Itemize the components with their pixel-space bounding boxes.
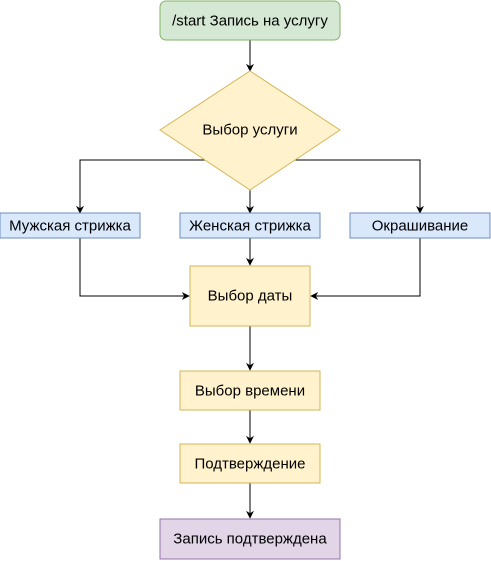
node-coloring: Окрашивание — [349, 212, 491, 239]
node-coloring-box — [349, 212, 491, 239]
edge-coloring-to-choose-date — [310, 238, 421, 300]
node-choose-service: Выбор услуги — [159, 70, 341, 191]
node-choose-date-label: Выбор даты — [208, 288, 293, 305]
node-start-label: /start Запись на услугу — [172, 13, 328, 30]
node-booking-confirmed-box — [159, 518, 341, 560]
node-mens-haircut-box — [0, 212, 141, 239]
node-start-box — [159, 0, 341, 41]
node-confirmation-label: Подтверждение — [194, 456, 305, 473]
edge-choose-service-to-mens-haircut — [76, 159, 210, 214]
edge-choose-service-to-coloring — [290, 159, 424, 214]
node-confirmation-box — [179, 443, 321, 484]
node-booking-confirmed: Запись подтверждена — [159, 518, 341, 560]
edge-mens-haircut-to-choose-date — [79, 238, 190, 300]
edges — [76, 40, 424, 519]
node-confirmation: Подтверждение — [179, 443, 321, 484]
node-womens-haircut: Женская стрижка — [179, 212, 321, 239]
node-choose-time: Выбор времени — [179, 370, 321, 411]
node-choose-service-diamond — [159, 70, 341, 191]
node-choose-date-box — [189, 265, 311, 327]
node-womens-haircut-label: Женская стрижка — [189, 218, 311, 235]
node-mens-haircut-label: Мужская стрижка — [9, 218, 131, 235]
node-choose-date: Выбор даты — [189, 265, 311, 327]
node-start: /start Запись на услугу — [159, 0, 341, 41]
node-coloring-label: Окрашивание — [372, 218, 468, 235]
node-choose-time-box — [179, 370, 321, 411]
node-choose-time-label: Выбор времени — [195, 383, 305, 400]
node-womens-haircut-box — [179, 212, 321, 239]
node-choose-service-label: Выбор услуги — [202, 122, 297, 139]
node-booking-confirmed-label: Запись подтверждена — [173, 531, 327, 548]
node-mens-haircut: Мужская стрижка — [0, 212, 141, 239]
